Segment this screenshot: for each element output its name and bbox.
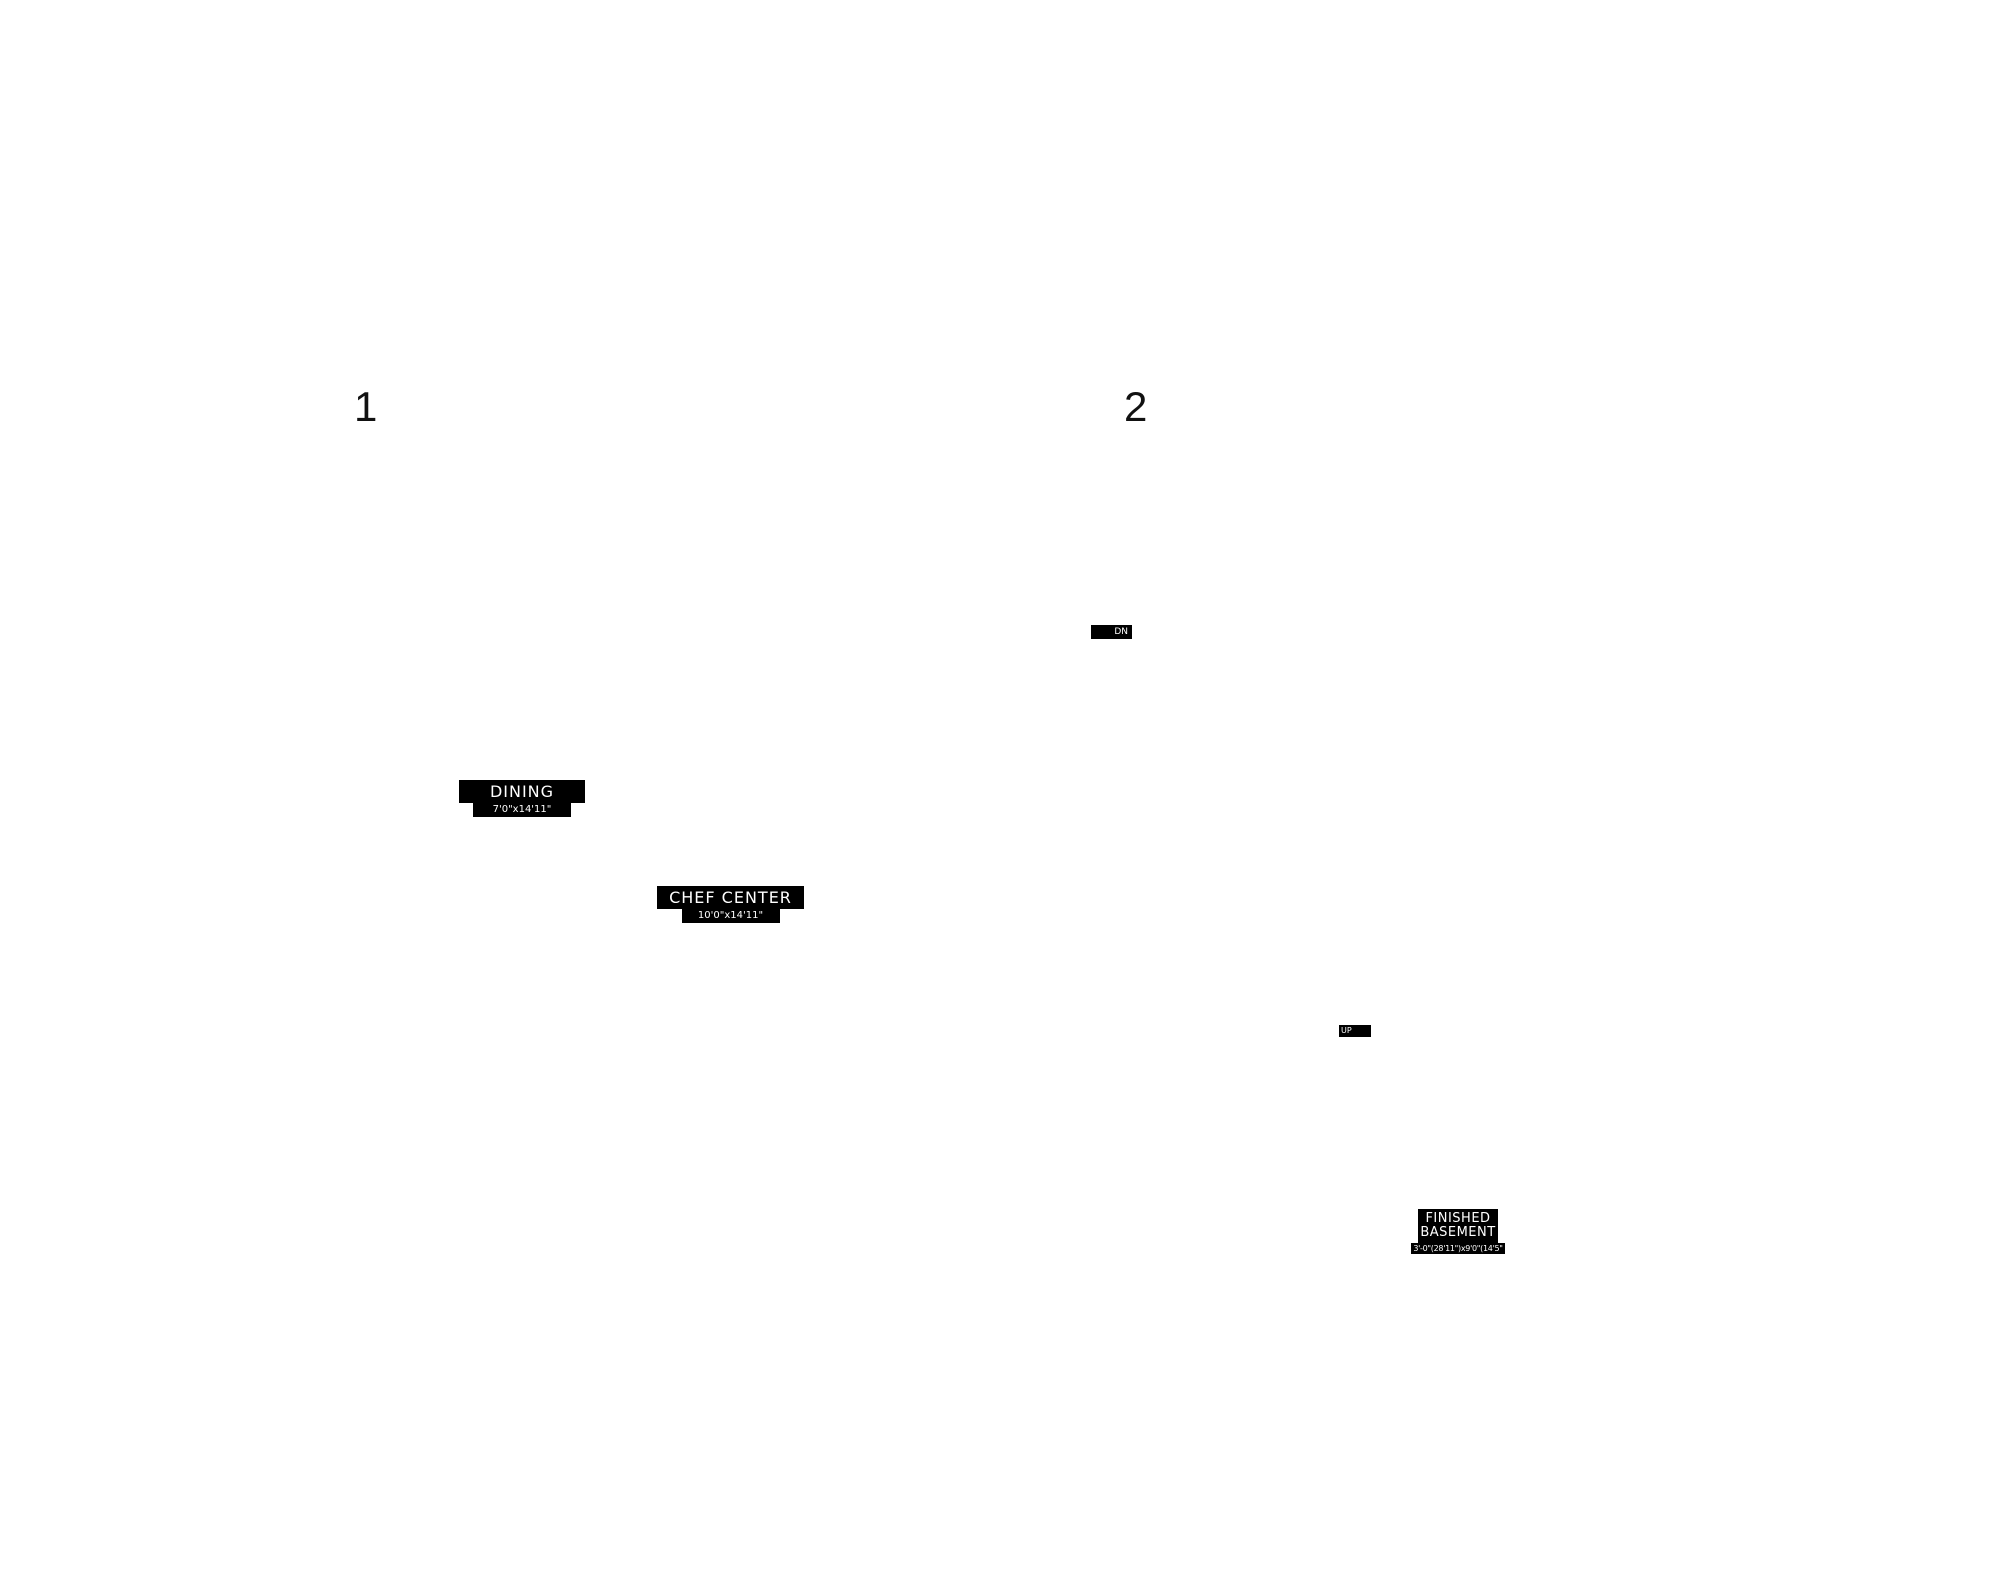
room-name: DINING (459, 780, 585, 803)
room-name: CHEF CENTER (657, 886, 804, 909)
stair-up-tag: UP (1339, 1025, 1371, 1037)
room-dimensions: 7'0"x14'11" (473, 803, 571, 817)
floor-number-2: 2 (1124, 383, 1148, 430)
room-label-dining: DINING 7'0"x14'11" (459, 780, 585, 817)
floor-number-1: 1 (354, 383, 378, 430)
room-dimensions: 10'0"x14'11" (681, 909, 780, 923)
room-label-chef-center: CHEF CENTER 10'0"x14'11" (657, 886, 804, 923)
room-dimensions: 3'-0"(28'11")x9'0"(14'5" (1411, 1243, 1505, 1254)
stair-down-tag: DN (1091, 625, 1132, 639)
room-name-line-1: FINISHED (1425, 1211, 1491, 1226)
room-name-line-2: BASEMENT (1420, 1225, 1496, 1240)
room-name: FINISHED BASEMENT (1418, 1209, 1498, 1243)
room-label-finished-basement: FINISHED BASEMENT 3'-0"(28'11")x9'0"(14'… (1411, 1209, 1505, 1254)
